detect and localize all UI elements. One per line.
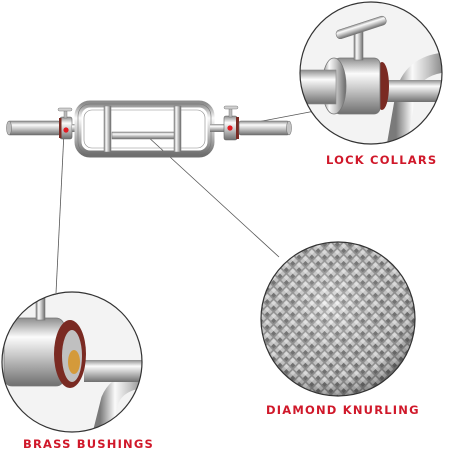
triceps-bar: [6, 100, 292, 158]
brass-bushings-label: BRASS BUSHINGS: [23, 437, 155, 451]
handle-lower: [111, 131, 175, 140]
diamond-knurling-closeup: [260, 241, 416, 397]
right-sleeve-end: [286, 120, 292, 136]
lock-collar-closeup: [299, 1, 443, 145]
left-collar-bushing: [59, 118, 62, 138]
diamond-knurling-label: DIAMOND KNURLING: [266, 403, 420, 417]
right-collar-screw: [228, 107, 233, 118]
marker-lock-collars: [227, 125, 233, 131]
lock-collars-label: LOCK COLLARS: [326, 153, 438, 167]
left-sleeve: [7, 120, 61, 136]
handle-2: [173, 105, 182, 153]
handle-1: [103, 105, 112, 153]
leader-lines: [55, 110, 316, 294]
leader-line-brass-bushings: [55, 131, 65, 294]
left-collar-handle: [57, 107, 73, 112]
brass-bushing-closeup: [1, 291, 143, 433]
marker-brass-bushings: [63, 127, 69, 133]
right-sleeve: [238, 120, 290, 136]
left-sleeve-end: [6, 120, 12, 136]
bar-frame: [74, 100, 215, 158]
right-collar-bushing: [236, 117, 239, 139]
right-collar-handle: [223, 105, 239, 110]
